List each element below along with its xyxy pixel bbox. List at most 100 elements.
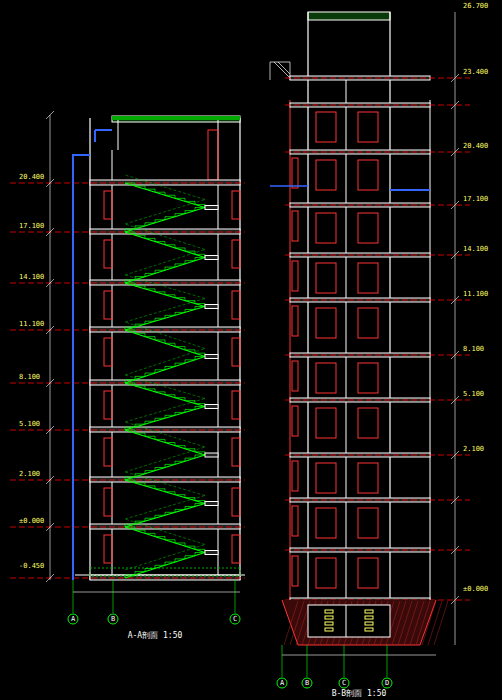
- stair-step: [185, 556, 195, 559]
- stair-step: [155, 292, 165, 295]
- axis-line: [73, 580, 74, 613]
- level-line: [285, 355, 470, 356]
- pipe: [95, 129, 112, 131]
- stair-flight: [125, 330, 205, 357]
- stair-step: [155, 340, 165, 343]
- stair-flight: [125, 232, 205, 258]
- dim-tick: [46, 111, 54, 119]
- stair-step: [145, 238, 155, 241]
- stair-step: [155, 515, 165, 518]
- axis-line: [282, 645, 283, 677]
- window: [292, 556, 298, 586]
- window: [292, 461, 298, 491]
- stair-step: [175, 495, 185, 498]
- stair-step: [185, 546, 195, 549]
- window: [104, 535, 112, 563]
- axis-label: C: [232, 616, 238, 623]
- level-line: [285, 255, 470, 256]
- axis-bubble: [108, 614, 118, 624]
- wall: [290, 100, 291, 600]
- window: [232, 191, 240, 219]
- window: [104, 240, 112, 268]
- stair-step: [175, 248, 185, 251]
- floor-slab: [90, 380, 240, 385]
- stair-step: [145, 568, 155, 571]
- hatch: [404, 601, 418, 645]
- stair-step: [125, 183, 135, 186]
- elevation-mark: ±0.000: [462, 586, 489, 593]
- stair-step: [155, 418, 165, 421]
- stair-step: [195, 407, 205, 410]
- stair-step: [175, 461, 185, 464]
- stair-step: [145, 273, 155, 276]
- stair-step: [125, 430, 135, 433]
- elevator-door: [316, 558, 336, 588]
- elevator-door: [316, 363, 336, 393]
- stair-step: [145, 436, 155, 439]
- stair-step: [125, 383, 135, 386]
- window: [292, 261, 298, 291]
- stair-step: [165, 195, 175, 198]
- buffer: [325, 610, 333, 613]
- elevation-mark: 17.100: [18, 223, 45, 230]
- stair-step: [185, 211, 195, 214]
- elevator-door: [358, 112, 378, 142]
- window: [232, 391, 240, 419]
- column: [218, 150, 219, 580]
- window: [104, 338, 112, 366]
- stair-step: [195, 357, 205, 360]
- hatch: [434, 601, 448, 645]
- buffer: [365, 610, 373, 613]
- stair-step: [125, 524, 135, 527]
- window: [292, 406, 298, 436]
- stair-step: [185, 261, 195, 264]
- stair-step: [195, 404, 205, 407]
- elevator-door: [358, 160, 378, 190]
- window: [232, 291, 240, 319]
- stair-step: [165, 395, 175, 398]
- stair-step: [165, 464, 175, 467]
- stair-step: [125, 527, 135, 530]
- elevator-door: [316, 160, 336, 190]
- parapet: [118, 120, 119, 150]
- stair-step: [195, 452, 205, 455]
- elevator-door: [358, 408, 378, 438]
- stair-step: [195, 208, 205, 211]
- stair-step: [125, 575, 135, 578]
- elevation-mark: 20.400: [462, 143, 489, 150]
- dim-tick: [46, 279, 54, 287]
- stair-step: [165, 245, 175, 248]
- elevation-mark: 5.100: [18, 421, 41, 428]
- handrail: [125, 422, 205, 447]
- buffer: [325, 616, 333, 619]
- stair-step: [155, 468, 165, 471]
- stair-step: [145, 518, 155, 521]
- elevation-mark: 14.100: [18, 274, 45, 281]
- landing: [205, 355, 218, 359]
- section-title: A-A剖面 1:50: [127, 632, 184, 640]
- stair-step: [185, 401, 195, 404]
- stair-flight: [125, 208, 205, 233]
- stair-step: [145, 373, 155, 376]
- roof-slab: [308, 12, 390, 20]
- stair-step: [145, 223, 155, 226]
- roof-slab: [112, 116, 240, 122]
- stair-step: [125, 380, 135, 383]
- level-line: [285, 550, 470, 551]
- dim-tick: [451, 251, 459, 259]
- stair-flight: [125, 357, 205, 384]
- section-title: B-B剖面 1:50: [331, 690, 388, 698]
- handrail: [125, 472, 205, 496]
- elevation-mark: 2.100: [18, 471, 41, 478]
- stair-step: [165, 295, 175, 298]
- buffer: [325, 622, 333, 625]
- stair-step: [155, 392, 165, 395]
- hatch: [410, 601, 424, 645]
- axis-label: C: [341, 680, 347, 687]
- stair-step: [185, 449, 195, 452]
- buffer: [365, 616, 373, 619]
- stair-flight: [125, 183, 205, 208]
- elevator-door: [316, 508, 336, 538]
- handrail: [125, 175, 205, 200]
